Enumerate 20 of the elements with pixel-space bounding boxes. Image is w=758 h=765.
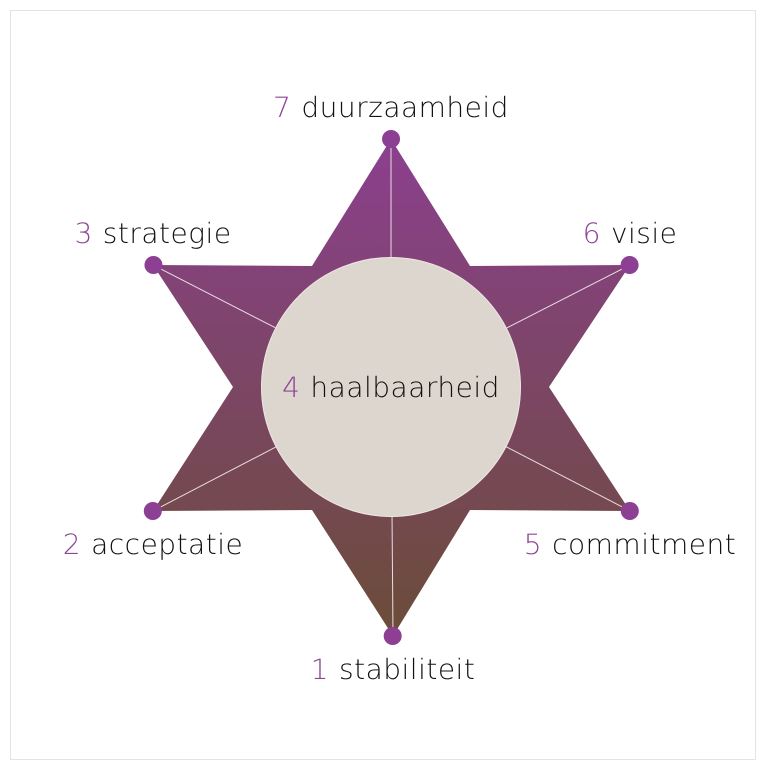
step-number: 7 [273, 91, 292, 124]
step-label: visie [610, 217, 678, 250]
step-label: duurzaamheid [301, 91, 509, 124]
step-number: 6 [582, 217, 601, 250]
step-label: commitment [552, 528, 736, 561]
step-number: 3 [74, 217, 93, 250]
connector-line [506, 446, 622, 508]
connector-line [160, 268, 276, 328]
connector-line [160, 446, 276, 508]
step-label: stabiliteit [339, 653, 476, 686]
connector-line [506, 268, 622, 328]
step-label: strategie [102, 217, 232, 250]
step-number: 4 [282, 370, 300, 404]
step-number: 2 [62, 528, 82, 561]
connector-line [390, 148, 392, 258]
connector-line [392, 516, 394, 628]
step-number: 5 [524, 528, 542, 561]
step-label: acceptatie [91, 528, 244, 561]
step-label: haalbaarheid [310, 370, 500, 404]
step-number: 1 [310, 653, 329, 686]
